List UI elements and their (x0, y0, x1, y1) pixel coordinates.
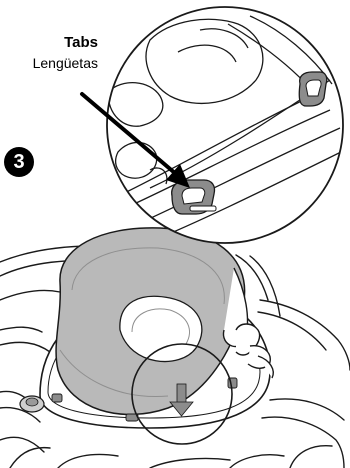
tabs-label-es: Lengüetas (2, 55, 98, 71)
tab-zoom-right (299, 72, 327, 106)
step-number-badge: 3 (4, 147, 34, 177)
tab-zoom-left (172, 180, 216, 214)
detail-zoom-circle (107, 7, 345, 246)
tray-tab (52, 394, 62, 402)
tabs-label-en: Tabs (38, 34, 98, 51)
